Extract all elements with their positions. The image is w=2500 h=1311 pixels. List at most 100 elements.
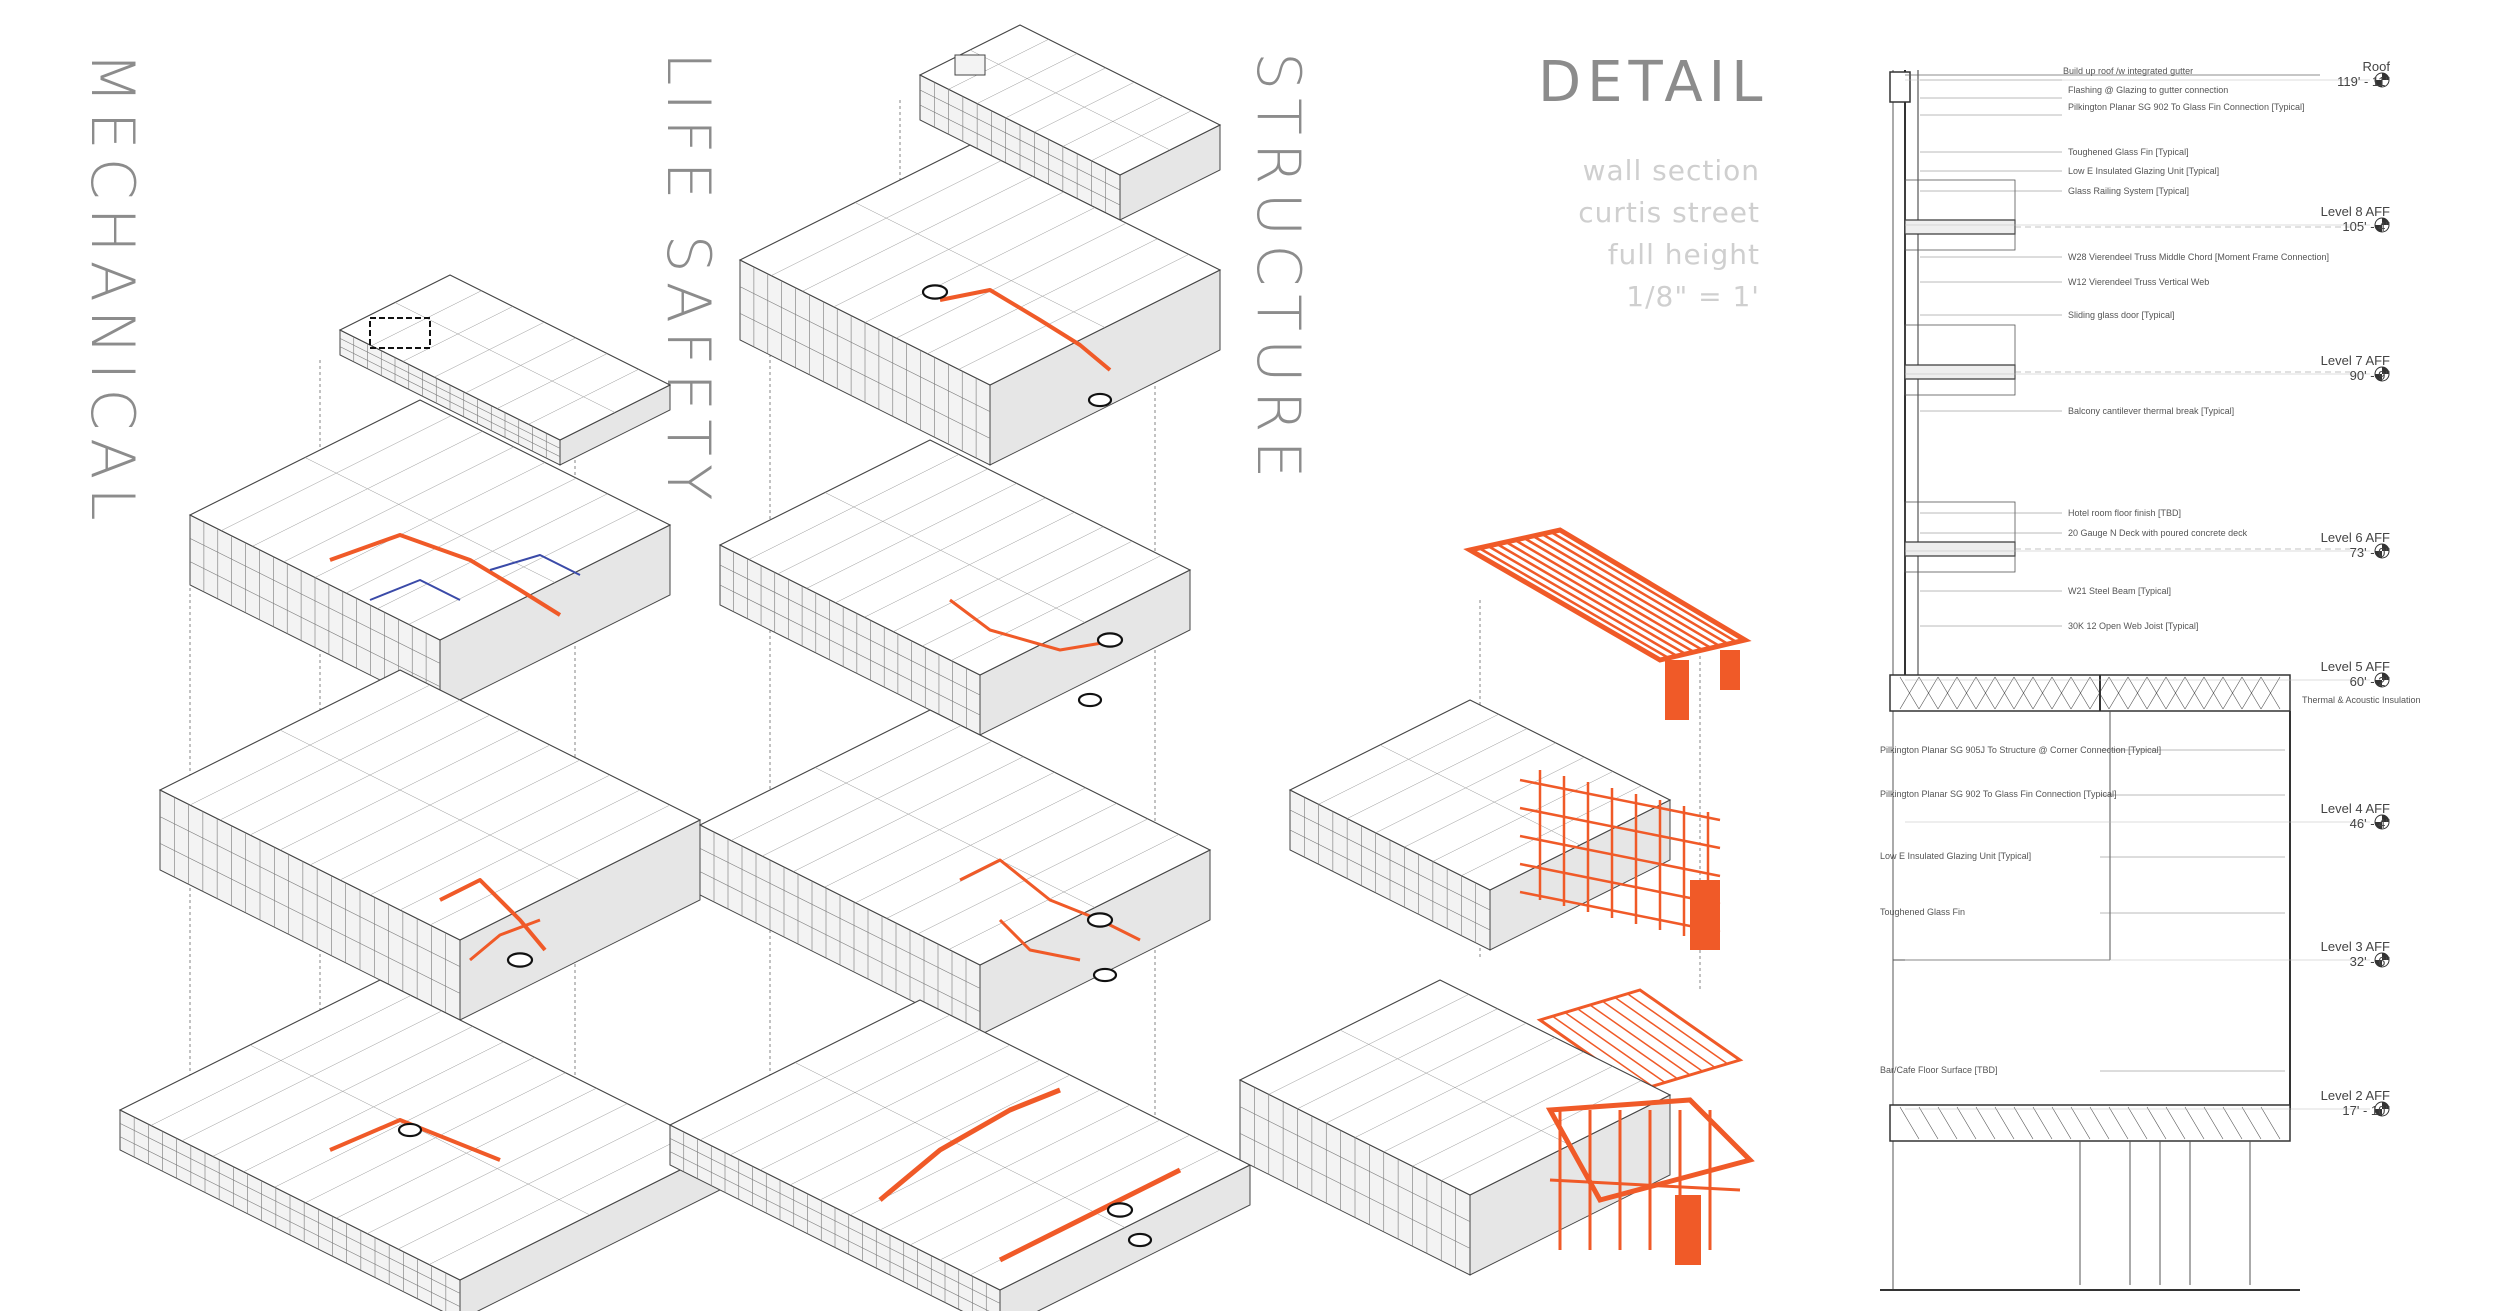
canopy-member	[1552, 1015, 1653, 1087]
title-detail: DETAIL	[1538, 50, 1769, 115]
level-6-balcony	[1904, 501, 2016, 573]
level-marker-fill	[2375, 551, 2382, 558]
life-roof-corridor	[969, 49, 1171, 151]
joist-web	[2089, 1106, 2110, 1140]
joist-web	[2108, 1106, 2129, 1140]
egress-route	[939, 288, 1112, 372]
mech-roof-floor-line	[339, 346, 561, 457]
joist-web	[2127, 1106, 2148, 1140]
subtitle-line: full height	[1607, 238, 1760, 271]
life-ground-corridor	[794, 1062, 1126, 1228]
truss-web	[2127, 676, 2148, 710]
mech-duct-blue	[489, 554, 581, 576]
level-marker-fill	[2382, 1102, 2389, 1109]
stair-core	[397, 1122, 423, 1138]
joist-web	[2146, 1106, 2167, 1140]
joist-web	[2203, 1106, 2224, 1140]
truss-web	[2222, 676, 2243, 710]
joist-web	[2032, 1106, 2053, 1140]
note-truss-chord: W28 Vierendeel Truss Middle Chord [Momen…	[2068, 252, 2329, 262]
life-tower-corridor	[854, 202, 1106, 328]
life-level-3-corridor	[824, 492, 1086, 623]
life-tower-floor-line	[739, 313, 991, 439]
level-7-slab	[1904, 364, 2016, 380]
mech-roof-floor-line	[339, 338, 561, 449]
truss-web	[2146, 676, 2167, 710]
lower-frame-beam	[1549, 1178, 1741, 1192]
note-deck: 20 Gauge N Deck with poured concrete dec…	[2068, 528, 2248, 538]
note-glazing-unit-2: Low E Insulated Glazing Unit [Typical]	[1880, 851, 2032, 861]
stair-core	[1077, 692, 1103, 708]
life-level-2-floor-line	[699, 848, 981, 989]
level-marker-fill	[2375, 80, 2382, 87]
mech-tower-floor-line	[189, 538, 441, 664]
mech-level-2-floor-line	[159, 843, 461, 994]
joist-web	[2051, 1106, 2072, 1140]
note-floor-finish: Hotel room floor finish [TBD]	[2068, 508, 2182, 518]
egress-exit	[998, 1167, 1182, 1263]
roof-joist	[1478, 546, 1670, 660]
joist-web	[1975, 1106, 1996, 1140]
egress-route	[959, 858, 1141, 942]
mech-duct-ground	[329, 1118, 501, 1162]
stair-core	[1106, 1202, 1134, 1218]
note-glazing-unit: Low E Insulated Glazing Unit [Typical]	[2068, 166, 2220, 176]
note-glass-fin-connection: Pilkington Planar SG 902 To Glass Fin Co…	[2068, 102, 2305, 112]
roof-parapet	[1889, 71, 1911, 103]
note-flashing: Flashing @ Glazing to gutter connection	[2068, 85, 2229, 95]
life-ground-floor-line	[669, 1138, 1001, 1304]
note-glass-fin: Toughened Glass Fin [Typical]	[2068, 147, 2189, 157]
roof-joist	[1541, 532, 1729, 646]
stair-core	[1086, 912, 1114, 928]
joist-web	[2222, 1106, 2243, 1140]
life-level-2-floor-line	[699, 871, 981, 1012]
frame-beam	[1519, 890, 1721, 934]
title-life-safety: LIFE SAFETY	[653, 52, 723, 509]
mech-level-2-floor-line	[159, 816, 461, 967]
joist-web	[2013, 1106, 2034, 1140]
level-marker-fill	[2375, 374, 2382, 381]
mech-roof-corridor	[394, 302, 616, 413]
truss-web	[2184, 676, 2205, 710]
roof-joist	[1496, 542, 1687, 656]
lower-shear-core	[1675, 1195, 1701, 1265]
roof-column	[1720, 650, 1740, 690]
truss-web	[1956, 676, 1977, 710]
frame-beam	[1519, 778, 1721, 822]
roof-joist	[1514, 538, 1704, 652]
mech-ground-floor-line	[119, 1136, 461, 1307]
egress-route	[949, 598, 1121, 652]
level-6-slab	[1904, 541, 2016, 557]
truss-web	[1899, 676, 1920, 710]
roof-joist	[1505, 540, 1695, 654]
shear-core	[1690, 880, 1720, 950]
truss-web	[2203, 676, 2224, 710]
joist-web	[2070, 1106, 2091, 1140]
level-marker-fill	[2375, 822, 2382, 829]
level5-truss	[1889, 674, 2291, 712]
truss-web	[1918, 676, 1939, 710]
life-level-3-floor-line	[719, 564, 981, 696]
insulation-note: Thermal & Acoustic Insulation	[2302, 695, 2421, 705]
truss-web	[2165, 676, 2186, 710]
note-open-web-joist: 30K 12 Open Web Joist [Typical]	[2068, 621, 2199, 631]
life-safety-stack	[668, 24, 1252, 1311]
note-thermal-break: Balcony cantilever thermal break [Typica…	[2068, 406, 2235, 416]
truss-web	[1975, 676, 1996, 710]
subtitle-line: wall section	[1582, 154, 1760, 187]
life-ground-floor-line	[669, 1151, 990, 1311]
truss-web	[2260, 676, 2281, 710]
joist-web	[2260, 1106, 2281, 1140]
subtitle-line: 1/8" = 1'	[1626, 280, 1760, 313]
stair-core	[921, 284, 949, 300]
detail-subtitle: wall section curtis street full height 1…	[1578, 150, 1760, 318]
truss-web	[2032, 676, 2053, 710]
stair-core	[1096, 632, 1124, 648]
note-cafe-floor: Bar/Cafe Floor Surface [TBD]	[1880, 1065, 1998, 1075]
roof-joist	[1532, 534, 1721, 648]
stair-core	[1092, 967, 1118, 983]
